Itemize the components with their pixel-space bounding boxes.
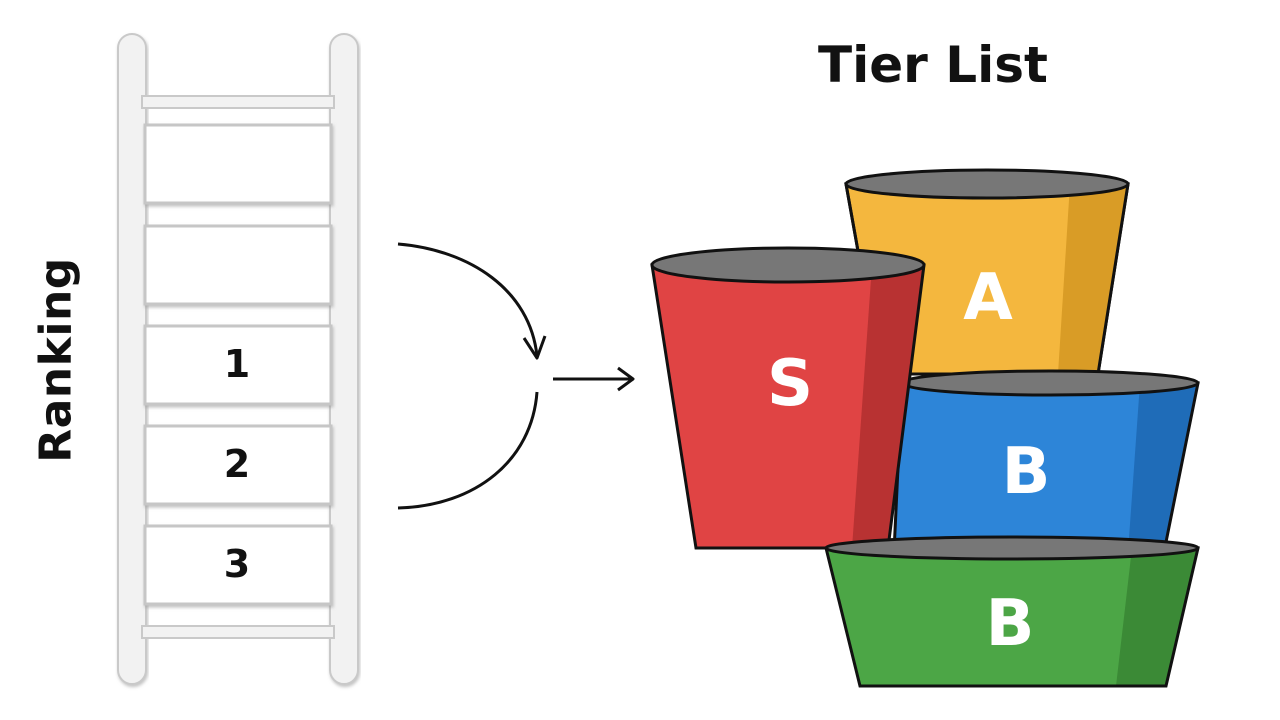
ladder-rung-4 xyxy=(143,424,333,506)
bucket-s xyxy=(650,246,926,550)
curve-arrow-top xyxy=(397,242,539,357)
tier-label-b-green: B xyxy=(985,587,1035,661)
rung-label-5: 3 xyxy=(223,542,251,586)
tier-label-a: A xyxy=(963,261,1013,335)
curve-arrow-top-head xyxy=(522,335,547,360)
ladder-rung-1 xyxy=(143,123,333,205)
bucket-b-green xyxy=(824,535,1200,688)
ladder-rung-3 xyxy=(143,324,333,406)
ladder-bottom-bar xyxy=(141,625,335,639)
ladder-right-rail xyxy=(329,33,359,685)
rung-label-3: 1 xyxy=(223,342,251,386)
bucket-b-blue xyxy=(892,369,1200,554)
page-title: Tier List xyxy=(818,36,1048,94)
ladder-rung-5 xyxy=(143,524,333,606)
ladder-top-bar xyxy=(141,95,335,109)
rung-label-4: 2 xyxy=(223,442,251,486)
curve-arrow-bottom xyxy=(397,391,539,510)
ladder-left-rail xyxy=(117,33,147,685)
ranking-label: Ranking xyxy=(30,257,82,463)
straight-arrow-head xyxy=(617,366,635,392)
tier-label-s: S xyxy=(766,347,814,421)
tier-label-b-blue: B xyxy=(1001,435,1051,509)
ladder-rung-2 xyxy=(143,224,333,306)
